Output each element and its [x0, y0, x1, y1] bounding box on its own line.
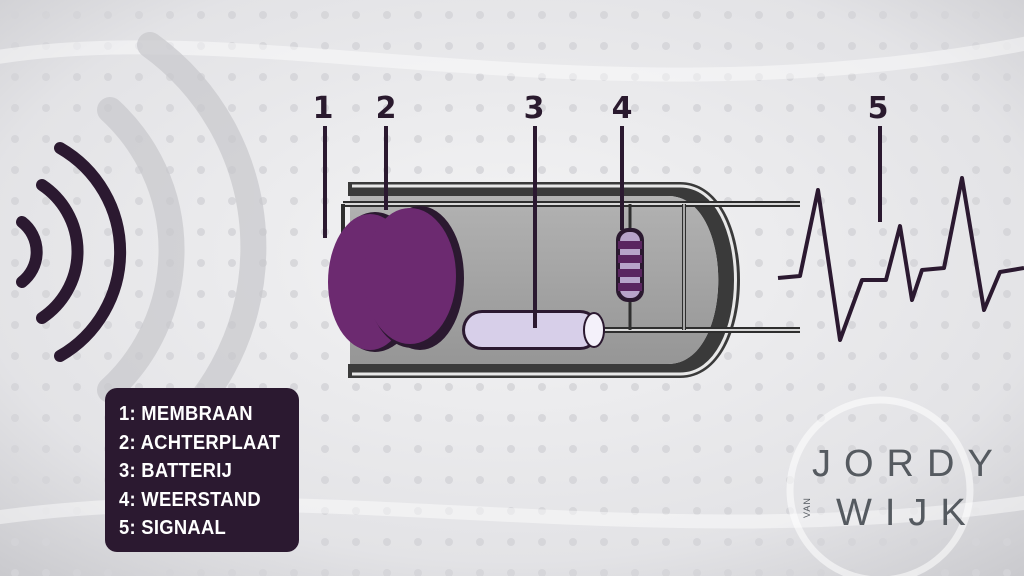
logo-last-name: WIJK — [836, 492, 979, 534]
callout-lines — [323, 126, 882, 328]
signal-waveform — [777, 176, 1024, 342]
legend-item-membrane: 1: MEMBRAAN — [119, 403, 253, 425]
legend-item-resistor: 4: WEERSTAND — [119, 488, 261, 511]
battery — [462, 310, 605, 350]
legend-item-battery: 3: BATTERIJ — [119, 460, 233, 482]
logo-watermark — [786, 396, 974, 576]
callout-backplate: 2 — [375, 91, 397, 126]
legend-item-signal: 5: SIGNAAL — [119, 517, 227, 539]
brand-logo: JORDY VAN WIJK — [802, 440, 1008, 535]
legend-box: 1: MEMBRAAN 2: ACHTERPLAAT 3: BATTERIJ 4… — [105, 388, 299, 552]
callout-signal: 5 — [867, 91, 889, 126]
resistor — [616, 228, 644, 302]
callout-membrane: 1 — [312, 91, 334, 126]
logo-first-name: JORDY — [812, 443, 1006, 485]
callout-battery: 3 — [523, 91, 545, 126]
logo-small-text: VAN — [802, 497, 812, 518]
legend-item-backplate: 2: ACHTERPLAAT — [119, 431, 281, 454]
sound-waves-icon — [16, 142, 127, 362]
callout-resistor: 4 — [611, 91, 633, 126]
legend-list: 1: MEMBRAAN 2: ACHTERPLAAT 3: BATTERIJ 4… — [119, 400, 299, 543]
backplate-disc — [364, 206, 464, 350]
